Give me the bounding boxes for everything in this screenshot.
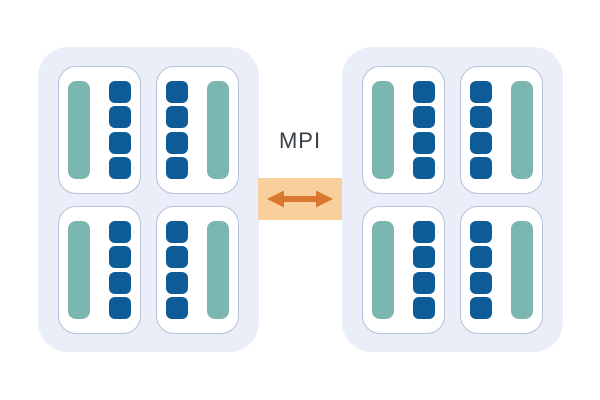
core-square	[166, 106, 188, 129]
core-stack	[413, 221, 435, 319]
cpu-socket	[362, 66, 445, 194]
core-stack	[470, 221, 492, 319]
double-headed-horizontal-arrow-icon	[267, 190, 333, 208]
cpu-socket	[460, 66, 543, 194]
core-square	[470, 156, 492, 179]
core-square	[413, 81, 435, 103]
core-square	[413, 131, 435, 154]
core-square	[166, 221, 188, 243]
core-square	[413, 246, 435, 269]
core-square	[109, 131, 131, 154]
core-square	[109, 271, 131, 294]
core-stack	[470, 81, 492, 179]
memory-bar	[207, 81, 229, 179]
core-square	[166, 156, 188, 179]
core-square	[166, 296, 188, 319]
core-square	[470, 296, 492, 319]
core-square	[109, 81, 131, 103]
core-square	[470, 221, 492, 243]
core-square	[470, 131, 492, 154]
core-square	[470, 271, 492, 294]
core-square	[109, 296, 131, 319]
memory-bar	[511, 221, 533, 319]
cpu-socket	[460, 206, 543, 334]
core-square	[413, 221, 435, 243]
core-square	[413, 271, 435, 294]
core-stack	[109, 81, 131, 179]
memory-bar	[68, 81, 90, 179]
memory-bar	[372, 221, 394, 319]
memory-bar	[372, 81, 394, 179]
memory-bar	[207, 221, 229, 319]
core-stack	[166, 221, 188, 319]
compute-node-2	[342, 47, 563, 352]
compute-node-1	[38, 47, 259, 352]
mpi-interconnect-box	[258, 178, 342, 220]
core-square	[109, 156, 131, 179]
cpu-socket	[362, 206, 445, 334]
core-square	[109, 246, 131, 269]
core-square	[470, 106, 492, 129]
core-square	[413, 296, 435, 319]
core-square	[470, 246, 492, 269]
memory-bar	[68, 221, 90, 319]
core-square	[413, 156, 435, 179]
core-square	[166, 81, 188, 103]
core-stack	[166, 81, 188, 179]
core-square	[413, 106, 435, 129]
core-square	[166, 246, 188, 269]
cpu-socket	[58, 206, 141, 334]
mpi-label: MPI	[278, 128, 322, 153]
core-stack	[413, 81, 435, 179]
core-square	[109, 106, 131, 129]
core-square	[470, 81, 492, 103]
core-square	[166, 131, 188, 154]
cpu-socket	[156, 206, 239, 334]
cpu-socket	[156, 66, 239, 194]
core-square	[166, 271, 188, 294]
memory-bar	[511, 81, 533, 179]
cpu-socket	[58, 66, 141, 194]
core-square	[109, 221, 131, 243]
core-stack	[109, 221, 131, 319]
